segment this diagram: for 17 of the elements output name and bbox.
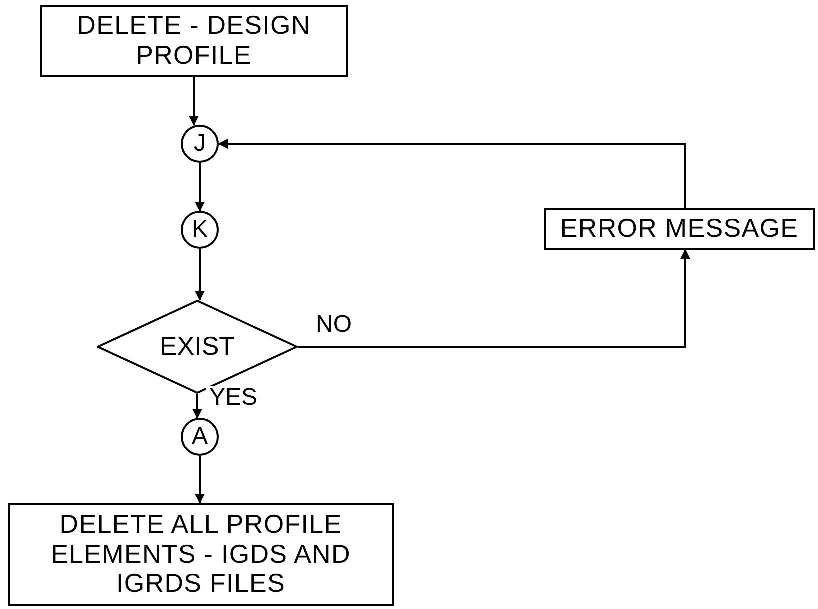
process-box xyxy=(8,503,394,606)
node-label: A xyxy=(192,423,208,451)
process-box xyxy=(544,208,815,250)
node-label: DELETE - DESIGN PROFILE xyxy=(76,11,312,71)
node-label: EXIST xyxy=(160,332,236,362)
node-label: ERROR MESSAGE xyxy=(560,214,799,244)
arrow xyxy=(195,249,205,301)
arrow xyxy=(192,394,202,419)
node-label: K xyxy=(192,216,208,244)
node-label: DELETE ALL PROFILE ELEMENTS - IGDS AND IGRDS FILES xyxy=(50,510,352,600)
arrow xyxy=(189,77,199,126)
arrow xyxy=(195,456,205,504)
node-label: J xyxy=(194,130,206,158)
arrow xyxy=(195,163,205,212)
arrow xyxy=(218,139,686,208)
arrow xyxy=(298,249,690,348)
process-box xyxy=(40,5,348,77)
